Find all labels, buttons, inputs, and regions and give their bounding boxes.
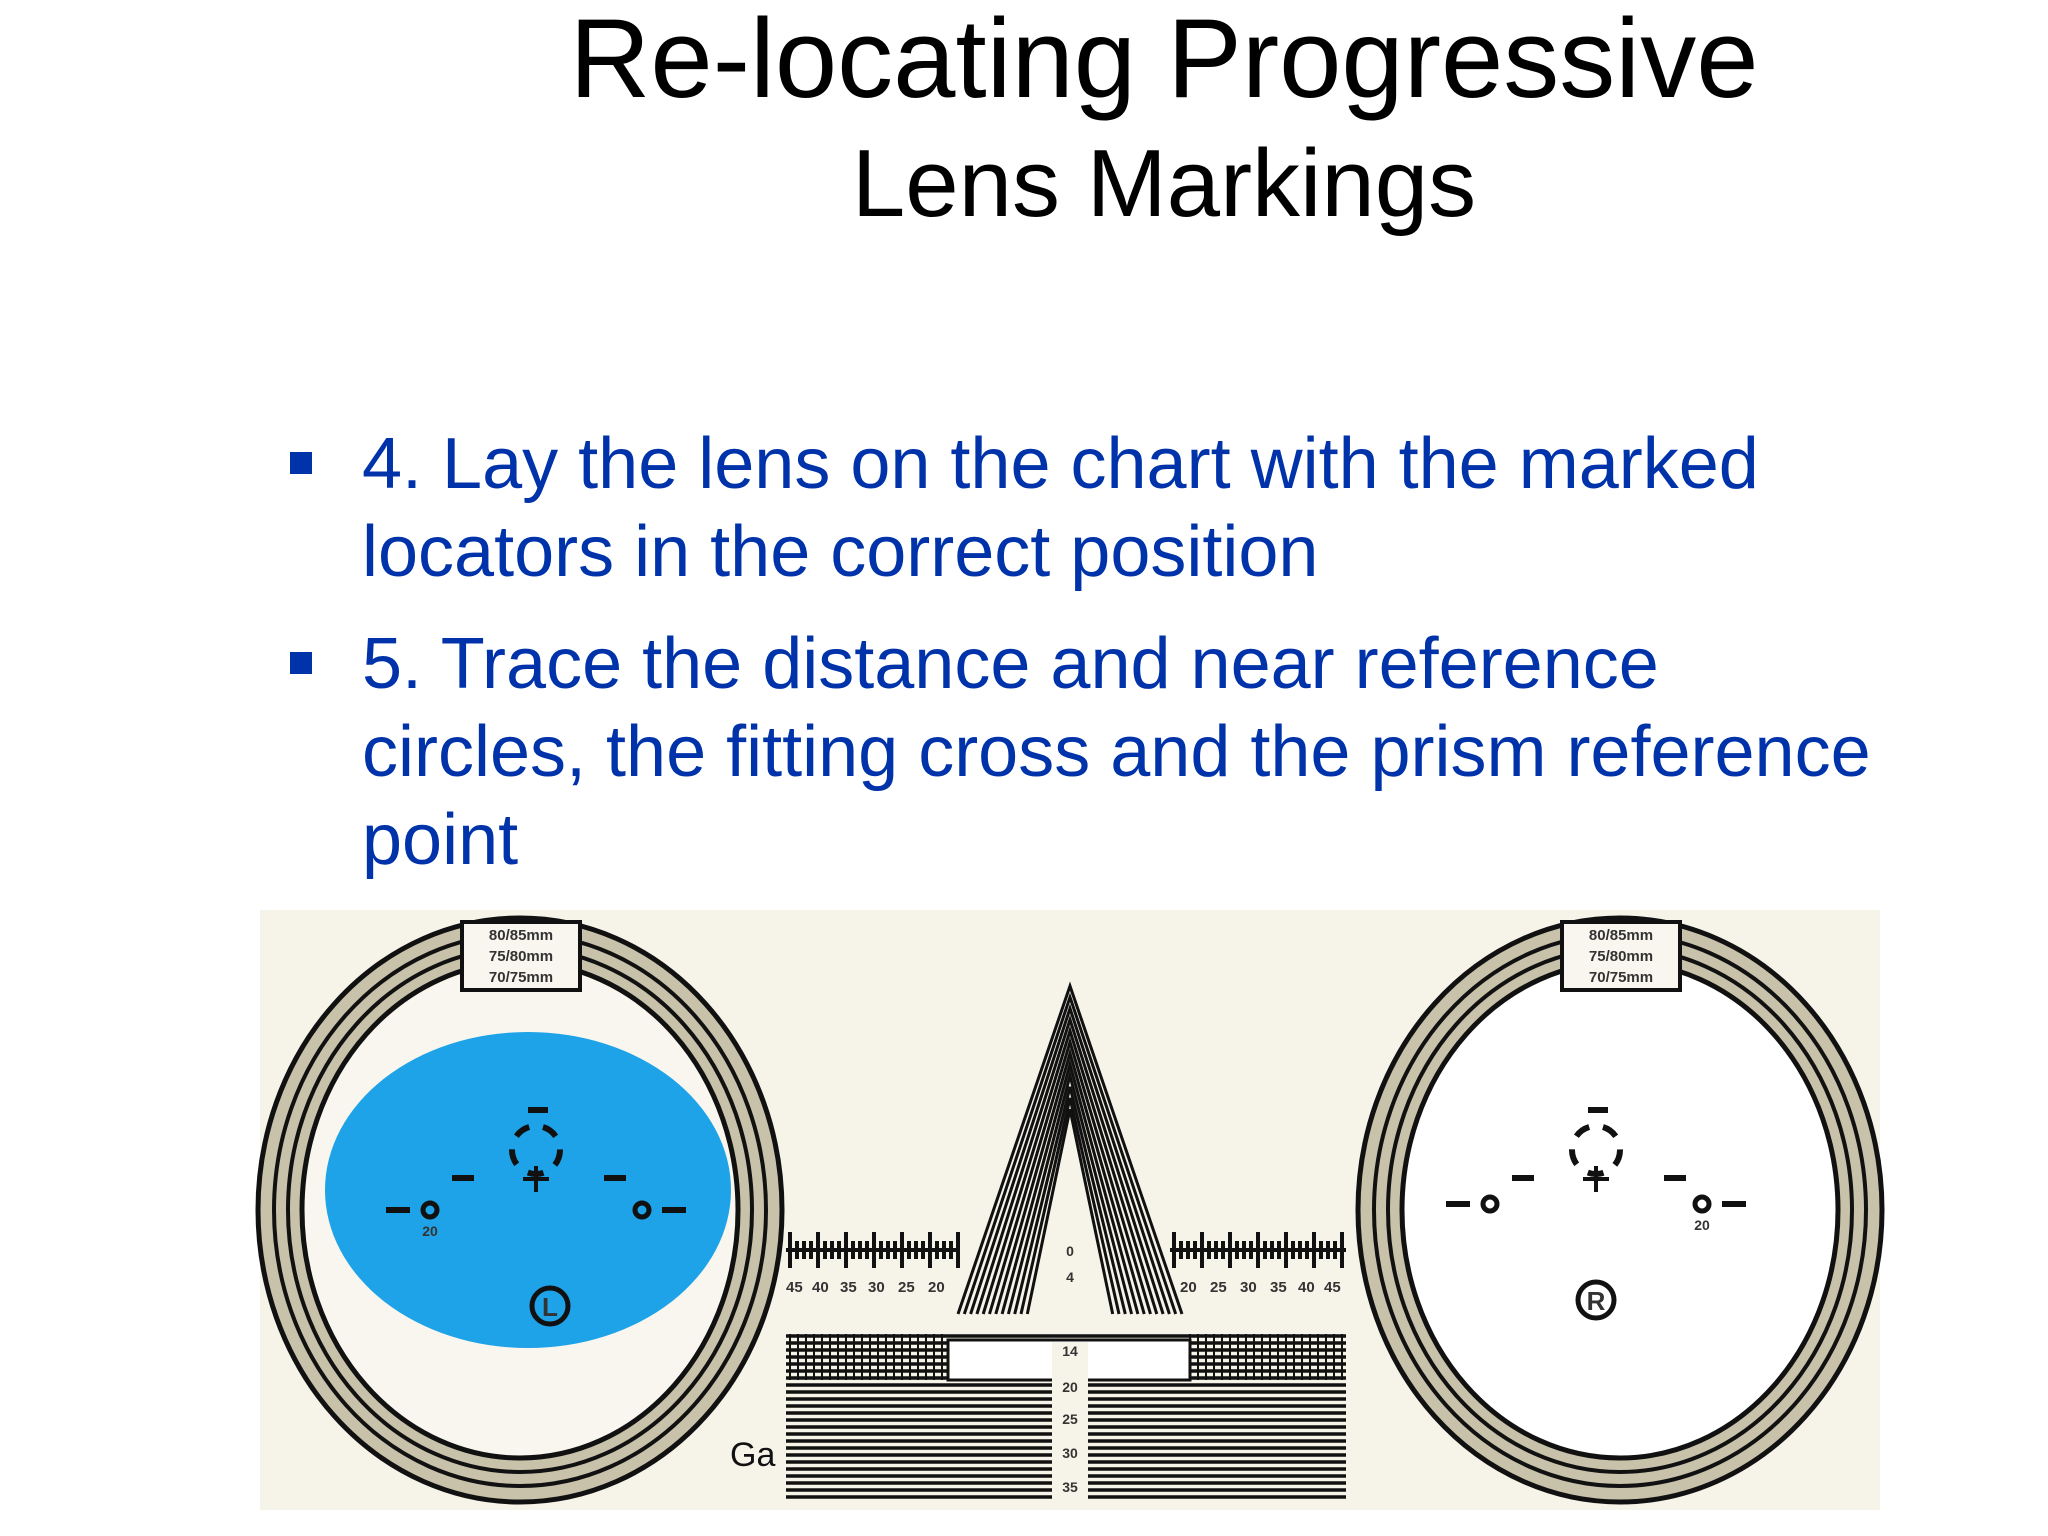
right-scale-tick-20: 20	[1180, 1279, 1197, 1296]
triangle-line	[994, 1047, 1146, 1315]
bullet-item-4: 4. Lay the lens on the chart with the ma…	[290, 420, 1890, 596]
triangle-line	[1013, 1086, 1127, 1315]
right-lens-rings	[1355, 915, 1885, 1505]
title-line-2: Lens Markings	[851, 130, 1477, 237]
left-size-label-1: 80/85mm	[489, 927, 553, 944]
left-scale-tick-35: 35	[840, 1279, 857, 1296]
left-size-box	[460, 920, 582, 992]
triangle-line	[1006, 1069, 1134, 1315]
right-size-box	[1560, 920, 1682, 992]
bullet-item-5: 5. Trace the distance and near reference…	[290, 620, 1890, 884]
gauge-number-25: 25	[1062, 1411, 1078, 1427]
left-lens-markings	[386, 1107, 686, 1220]
right-scale-tick-30: 30	[1240, 1279, 1257, 1296]
right-size-label-1: 80/85mm	[1589, 927, 1653, 944]
right-size-label-3: 70/75mm	[1589, 969, 1653, 986]
left-scale-tick-40: 40	[812, 1279, 829, 1296]
bullet-list: 4. Lay the lens on the chart with the ma…	[290, 420, 1890, 908]
blue-lens	[325, 1032, 731, 1348]
gauge-number-20: 20	[1062, 1379, 1078, 1395]
left-scale-tick-30: 30	[868, 1279, 885, 1296]
triangle-line	[975, 1014, 1165, 1315]
left-letter-circle	[529, 1285, 571, 1327]
gauge-caption: Ga	[730, 1436, 775, 1474]
left-near-circle-l	[420, 1200, 440, 1220]
square-bullet-icon	[290, 452, 312, 474]
center-number-0: 0	[1066, 1243, 1074, 1259]
left-pd-scale	[786, 1232, 960, 1268]
triangle-line	[956, 981, 1184, 1315]
right-scale-tick-25: 25	[1210, 1279, 1227, 1296]
triangle-line	[969, 1003, 1171, 1315]
left-size-label-2: 75/80mm	[489, 948, 553, 965]
square-bullet-icon	[290, 652, 312, 674]
title-line-1: Re-locating Progressive	[569, 0, 1759, 121]
triangle-line	[981, 1025, 1159, 1315]
gauge-number-column	[1052, 1342, 1088, 1502]
center-triangle	[956, 981, 1184, 1315]
gauge-number-14: 14	[1062, 1343, 1078, 1359]
left-decentration-label: 20	[422, 1223, 438, 1239]
triangle-line	[988, 1036, 1152, 1315]
right-lens-markings	[1446, 1107, 1746, 1214]
bullet-text-4: 4. Lay the lens on the chart with the ma…	[362, 424, 1759, 592]
right-scale-tick-40: 40	[1298, 1279, 1315, 1296]
right-size-label-2: 75/80mm	[1589, 948, 1653, 965]
gauge-number-35: 35	[1062, 1479, 1078, 1495]
triangle-line	[1019, 1097, 1121, 1315]
left-scale-tick-45: 45	[786, 1279, 803, 1296]
right-decentration-label: 20	[1694, 1217, 1710, 1233]
center-number-4: 4	[1066, 1269, 1074, 1285]
triangle-line	[1000, 1058, 1140, 1315]
right-letter-circle	[1575, 1279, 1617, 1321]
bullet-text-5: 5. Trace the distance and near reference…	[362, 624, 1871, 880]
left-scale-tick-20: 20	[928, 1279, 945, 1296]
right-scale-tick-35: 35	[1270, 1279, 1287, 1296]
gauge-number-30: 30	[1062, 1445, 1078, 1461]
left-lens-letter: L	[542, 1292, 558, 1322]
triangle-line	[962, 992, 1178, 1315]
right-scale-tick-45: 45	[1324, 1279, 1341, 1296]
left-size-label-3: 70/75mm	[489, 969, 553, 986]
left-scale-tick-25: 25	[898, 1279, 915, 1296]
left-near-circle-r	[632, 1200, 652, 1220]
triangle-line	[1025, 1108, 1115, 1315]
right-pd-scale	[1170, 1232, 1346, 1268]
right-lens-letter: R	[1587, 1286, 1606, 1316]
